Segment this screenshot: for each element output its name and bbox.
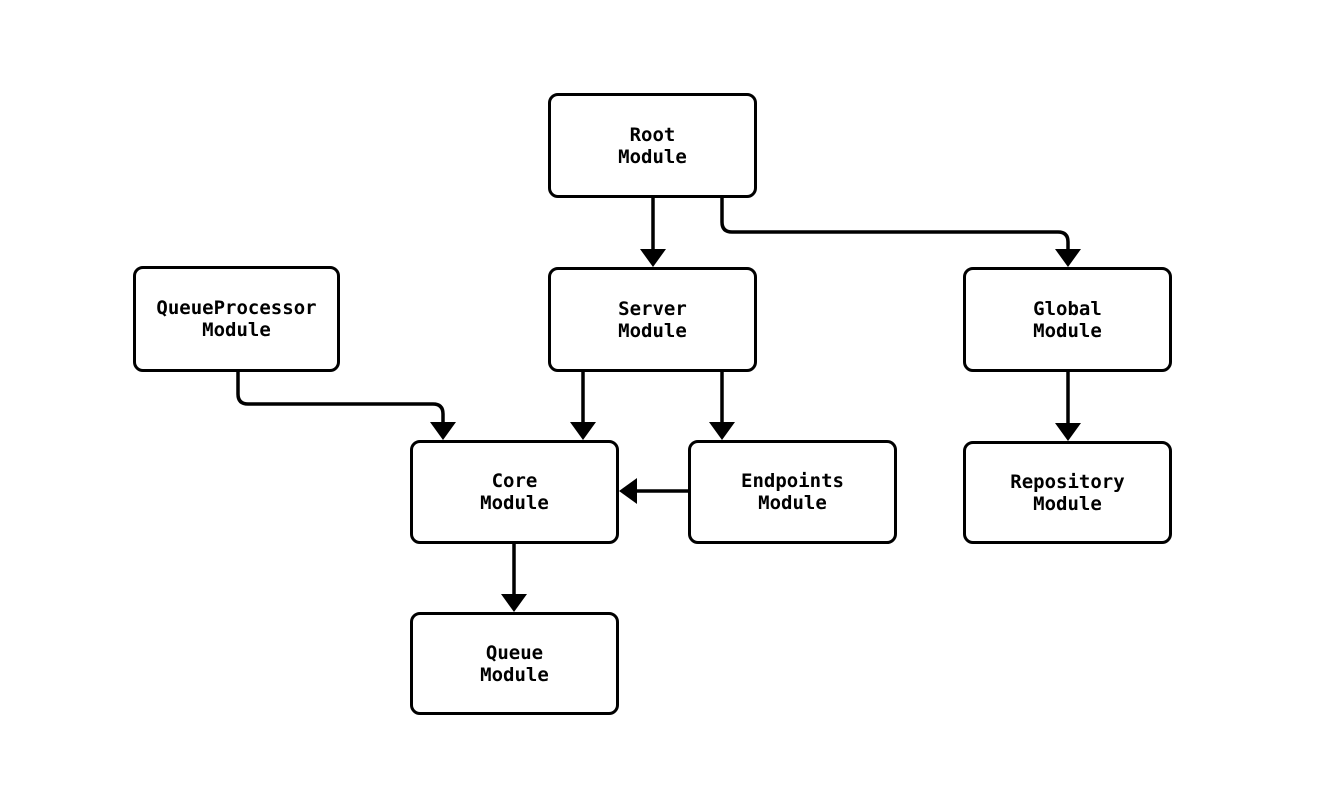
- edge-server-to-core: [570, 372, 596, 440]
- arrowhead-down-icon: [501, 594, 527, 612]
- node-global-module: Global Module: [963, 267, 1172, 372]
- edge-core-to-queue: [501, 544, 527, 612]
- node-core-module-label: Core Module: [480, 470, 549, 514]
- edge-root-to-server: [640, 198, 666, 267]
- node-server-module: Server Module: [548, 267, 757, 372]
- node-root-module: Root Module: [548, 93, 757, 198]
- arrowhead-down-icon: [640, 249, 666, 267]
- node-server-module-label: Server Module: [618, 297, 687, 342]
- arrowhead-down-icon: [709, 422, 735, 440]
- edge-global-to-repository: [1055, 372, 1081, 441]
- edge-server-to-endpoints: [709, 372, 735, 440]
- arrowhead-down-icon: [430, 422, 456, 440]
- edge-root-to-global: [720, 198, 1081, 267]
- node-root-module-label: Root Module: [618, 123, 687, 168]
- node-endpoints-module-label: Endpoints Module: [741, 470, 844, 514]
- node-endpoints-module: Endpoints Module: [688, 440, 897, 544]
- arrowhead-down-icon: [570, 422, 596, 440]
- arrowhead-down-icon: [1055, 249, 1081, 267]
- node-repository-module: Repository Module: [963, 441, 1172, 544]
- node-global-module-label: Global Module: [1033, 297, 1102, 342]
- node-queueprocessor-module-label: QueueProcessor Module: [156, 297, 317, 341]
- node-core-module: Core Module: [410, 440, 619, 544]
- edge-queueprocessor-to-core: [236, 372, 456, 440]
- node-queueprocessor-module: QueueProcessor Module: [133, 266, 340, 372]
- node-repository-module-label: Repository Module: [1010, 470, 1125, 515]
- arrowhead-down-icon: [1055, 423, 1081, 441]
- node-queue-module-label: Queue Module: [480, 641, 549, 686]
- edge-endpoints-to-core: [619, 478, 688, 504]
- node-queue-module: Queue Module: [410, 612, 619, 715]
- arrowhead-left-icon: [619, 478, 637, 504]
